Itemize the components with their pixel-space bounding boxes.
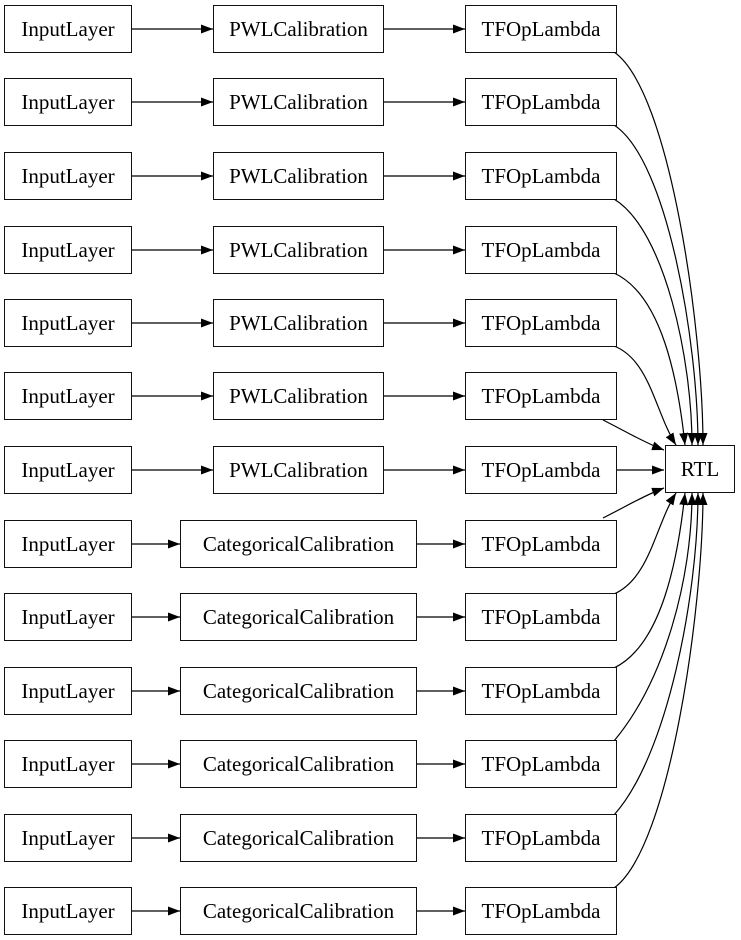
node-categorical-calibration: CategoricalCalibration bbox=[180, 520, 417, 568]
node-categorical-calibration: CategoricalCalibration bbox=[180, 740, 417, 788]
node-tfop-lambda: TFOpLambda bbox=[465, 740, 617, 788]
edge-lambda-to-rtl-1 bbox=[613, 124, 703, 446]
node-tfop-lambda: TFOpLambda bbox=[465, 372, 617, 420]
node-tfop-lambda: TFOpLambda bbox=[465, 593, 617, 641]
edge-lambda-to-rtl-5 bbox=[602, 419, 665, 451]
node-pwl-calibration: PWLCalibration bbox=[213, 372, 384, 420]
node-tfop-lambda: TFOpLambda bbox=[465, 299, 617, 347]
node-categorical-calibration: CategoricalCalibration bbox=[180, 814, 417, 862]
node-tfop-lambda: TFOpLambda bbox=[465, 667, 617, 715]
node-input-layer: InputLayer bbox=[4, 299, 132, 347]
edge-lambda-to-rtl-8 bbox=[613, 492, 677, 595]
edge-lambda-to-rtl-2 bbox=[613, 198, 697, 446]
node-input-layer: InputLayer bbox=[4, 372, 132, 420]
node-tfop-lambda: TFOpLambda bbox=[465, 5, 617, 53]
node-input-layer: InputLayer bbox=[4, 887, 132, 935]
edge-lambda-to-rtl-10 bbox=[613, 492, 697, 742]
edge-lambda-to-rtl-4 bbox=[613, 345, 677, 446]
node-input-layer: InputLayer bbox=[4, 667, 132, 715]
node-pwl-calibration: PWLCalibration bbox=[213, 299, 384, 347]
node-tfop-lambda: TFOpLambda bbox=[465, 446, 617, 494]
node-tfop-lambda: TFOpLambda bbox=[465, 226, 617, 274]
node-input-layer: InputLayer bbox=[4, 5, 132, 53]
node-pwl-calibration: PWLCalibration bbox=[213, 78, 384, 126]
node-tfop-lambda: TFOpLambda bbox=[465, 814, 617, 862]
edge-lambda-to-rtl-11 bbox=[613, 492, 703, 816]
node-input-layer: InputLayer bbox=[4, 446, 132, 494]
node-pwl-calibration: PWLCalibration bbox=[213, 446, 384, 494]
edge-lambda-to-rtl-7 bbox=[602, 487, 665, 519]
edge-lambda-to-rtl-9 bbox=[613, 492, 689, 669]
node-categorical-calibration: CategoricalCalibration bbox=[180, 887, 417, 935]
node-pwl-calibration: PWLCalibration bbox=[213, 226, 384, 274]
node-tfop-lambda: TFOpLambda bbox=[465, 520, 617, 568]
node-pwl-calibration: PWLCalibration bbox=[213, 5, 384, 53]
node-categorical-calibration: CategoricalCalibration bbox=[180, 593, 417, 641]
edge-lambda-to-rtl-0 bbox=[613, 51, 708, 446]
node-input-layer: InputLayer bbox=[4, 520, 132, 568]
node-tfop-lambda: TFOpLambda bbox=[465, 887, 617, 935]
edge-lambda-to-rtl-12 bbox=[613, 492, 708, 889]
node-input-layer: InputLayer bbox=[4, 226, 132, 274]
node-input-layer: InputLayer bbox=[4, 814, 132, 862]
node-rtl: RTL bbox=[665, 445, 735, 493]
edge-lambda-to-rtl-3 bbox=[613, 272, 689, 446]
node-input-layer: InputLayer bbox=[4, 740, 132, 788]
node-tfop-lambda: TFOpLambda bbox=[465, 78, 617, 126]
node-tfop-lambda: TFOpLambda bbox=[465, 152, 617, 200]
node-input-layer: InputLayer bbox=[4, 78, 132, 126]
node-pwl-calibration: PWLCalibration bbox=[213, 152, 384, 200]
node-input-layer: InputLayer bbox=[4, 593, 132, 641]
node-input-layer: InputLayer bbox=[4, 152, 132, 200]
node-categorical-calibration: CategoricalCalibration bbox=[180, 667, 417, 715]
